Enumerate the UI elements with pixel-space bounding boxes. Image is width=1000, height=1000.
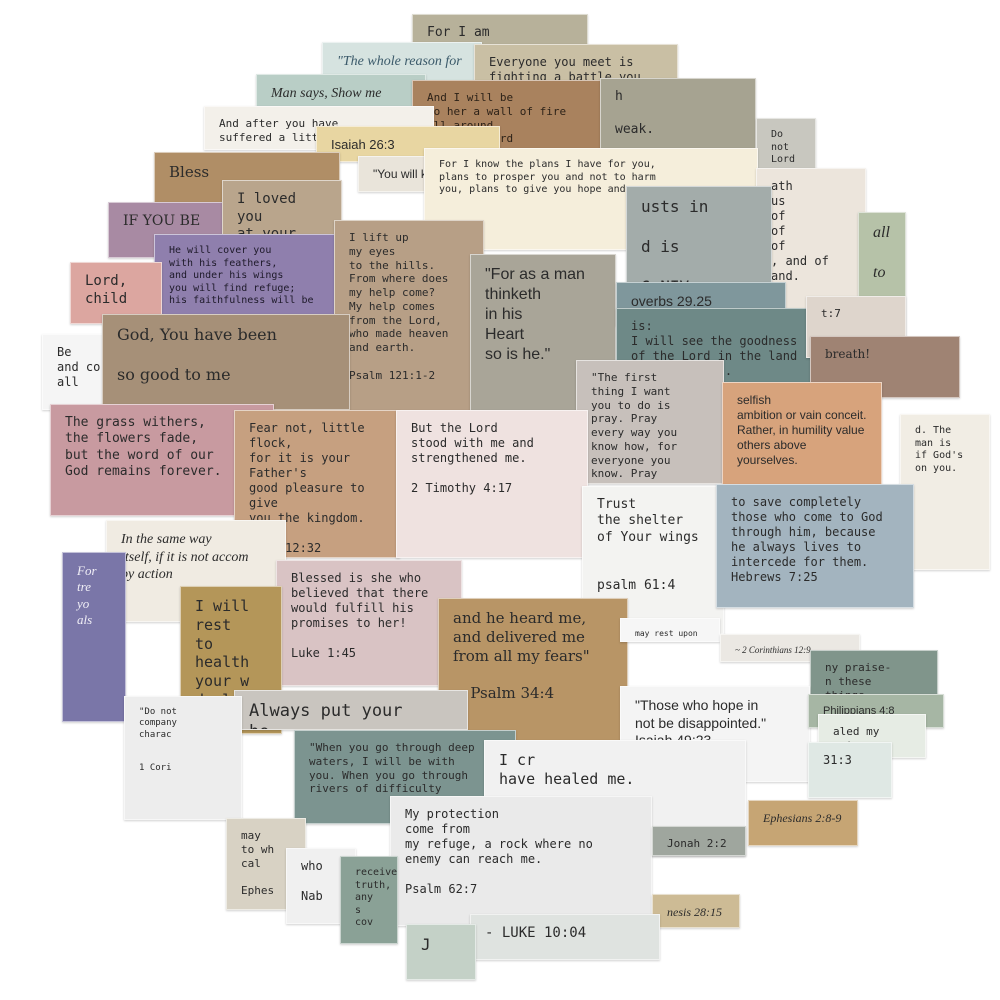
scripture-card: - LUKE 10:04 <box>470 914 660 960</box>
scripture-card: d. The man is if God's on you. <box>900 414 990 570</box>
scripture-card: Blessed is she who believed that there w… <box>276 560 462 686</box>
scripture-card: to save completely those who come to God… <box>716 484 914 608</box>
scripture-card: receive truth, any s cov <box>340 856 398 944</box>
scripture-card: Fear not, little flock, for it is your F… <box>234 410 400 558</box>
scripture-card: Lord, child <box>70 262 162 324</box>
scripture-card: 31:3 <box>808 742 892 798</box>
scripture-card: For tre yo als <box>62 552 126 722</box>
scripture-card: Always put your ho <box>234 690 468 730</box>
scripture-card: Trust the shelter of Your wings psalm 61… <box>582 486 724 634</box>
scripture-card: "The first thing I want you to do is pra… <box>576 360 724 484</box>
scripture-card: nesis 28:15 <box>652 894 740 928</box>
scripture-card: "Do not company charac 1 Cori <box>124 696 242 820</box>
scripture-card: But the Lord stood with me and strengthe… <box>396 410 588 558</box>
scripture-card: God, You have been so good to me <box>102 314 350 410</box>
scripture-card: Jonah 2:2 <box>652 826 746 856</box>
scripture-card: Ephesians 2:8-9 <box>748 800 858 846</box>
scripture-card: My protection come from my refuge, a roc… <box>390 796 652 926</box>
scripture-card: may rest upon me. <box>620 618 720 642</box>
scripture-card: I loved you at your <box>222 180 342 238</box>
scripture-card: ny praise- n these things. <box>810 650 938 700</box>
scripture-card: J <box>406 924 476 980</box>
scripture-card: I lift up my eyes to the hills. From whe… <box>334 220 484 412</box>
